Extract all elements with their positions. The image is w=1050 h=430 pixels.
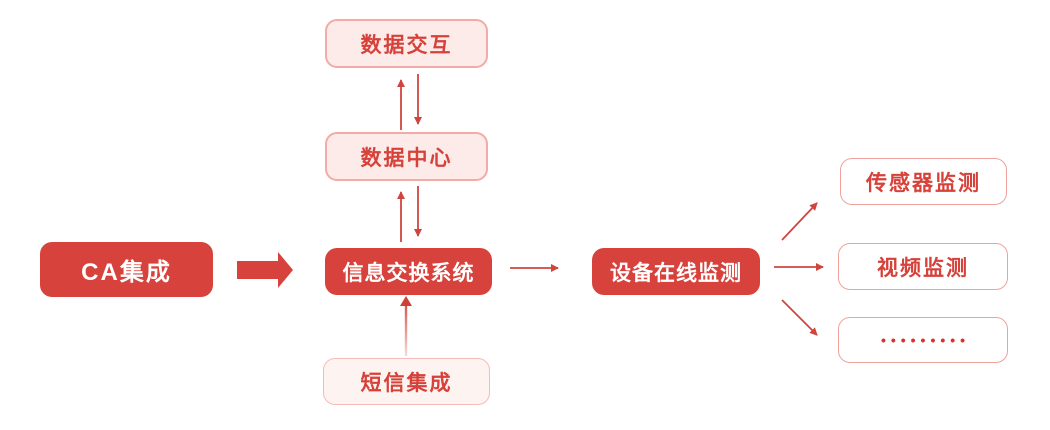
- node-data-exchange: 数据交互: [325, 19, 488, 68]
- node-sensor-monitoring: 传感器监测: [840, 158, 1007, 205]
- node-data-center: 数据中心: [325, 132, 488, 181]
- node-more-placeholder: •••••••••: [838, 317, 1008, 363]
- arrow-device-to-more: [781, 299, 818, 336]
- node-sms-integration: 短信集成: [323, 358, 490, 405]
- block-arrow-ca-to-info: [237, 252, 293, 288]
- arrow-sms-to-info-head: [400, 296, 412, 306]
- node-info-exchange-system: 信息交换系统: [325, 248, 492, 295]
- node-video-monitoring: 视频监测: [838, 243, 1008, 290]
- arrow-device-to-sensor: [781, 202, 818, 241]
- node-device-online-monitoring: 设备在线监测: [592, 248, 760, 295]
- node-ca-integration: CA集成: [40, 242, 213, 297]
